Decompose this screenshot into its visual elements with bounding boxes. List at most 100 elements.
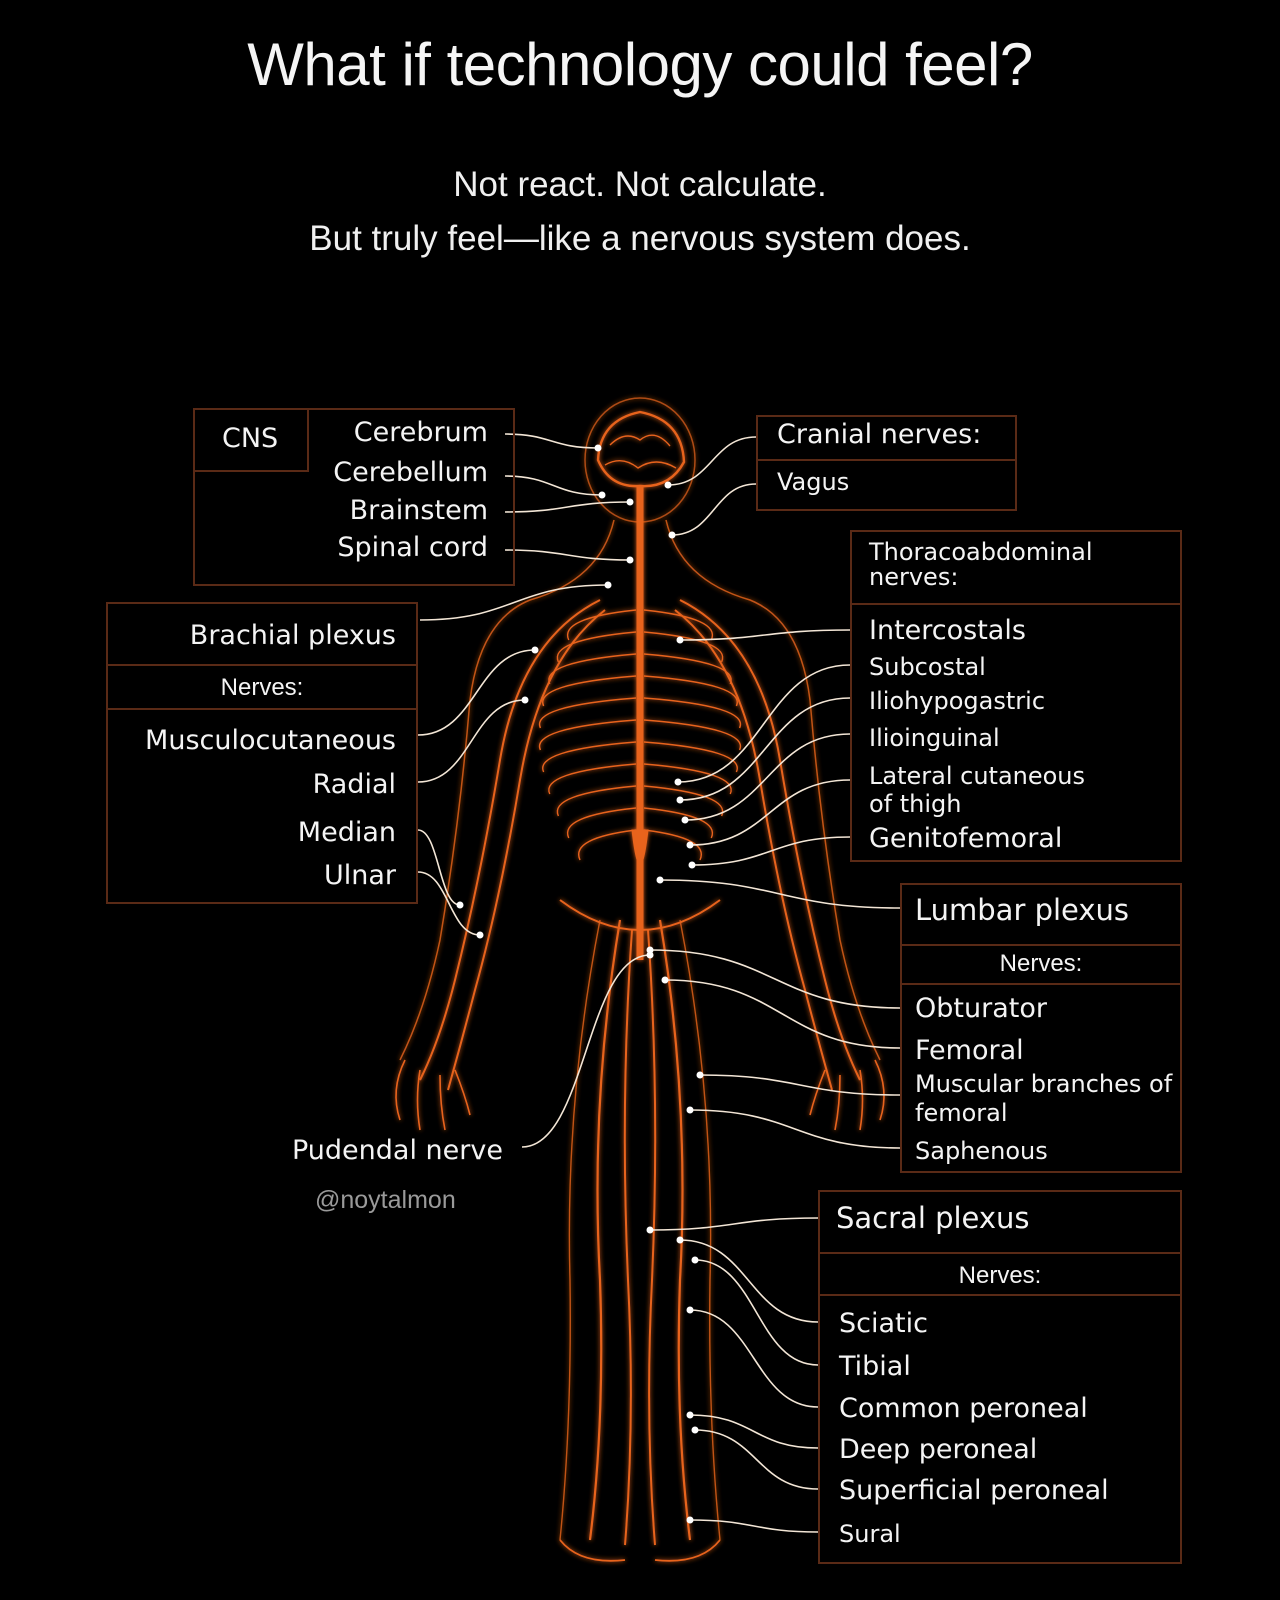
author-handle: @noytalmon (315, 1186, 456, 1214)
leader-dot-sural (686, 1516, 694, 1524)
sacral-item-tibial: Tibial (839, 1351, 911, 1382)
leader-radial (417, 699, 526, 783)
leader-vagus (671, 483, 757, 536)
leader-dot-median (456, 901, 464, 909)
rib-right-0 (643, 609, 714, 641)
right-arm-nerve-1 (679, 599, 861, 1081)
leader-subcostal (677, 664, 851, 783)
thoraco-heading: Thoracoabdominal nerves: (869, 538, 1093, 591)
leader-dot-pudendal (646, 951, 654, 959)
brachial-box (106, 602, 418, 904)
left-hand-fingers (395, 1059, 471, 1131)
leader-dot-sciatic (676, 1236, 684, 1244)
leader-median (417, 829, 461, 906)
brachial-heading: Brachial plexus (189, 620, 396, 651)
rib-right-5 (643, 719, 742, 751)
leader-dot-musculocutaneous (531, 646, 539, 654)
leader-lumbar (659, 879, 901, 909)
leader-dot-femoral (661, 976, 669, 984)
left-torso-arm-outer (399, 519, 615, 1061)
leader-lines (417, 433, 901, 1533)
cauda-equina (631, 829, 649, 866)
leader-dot-iliohypogastric (676, 796, 684, 804)
leader-dot-intercostals (676, 636, 684, 644)
leader-muscular-branches (699, 1074, 901, 1096)
brachial-sub: Nerves: (220, 674, 304, 701)
lumbar-item-saphenous: Saphenous (915, 1137, 1048, 1165)
rib-right-4 (643, 697, 742, 729)
rib-left-4 (538, 697, 637, 729)
cns-item-cerebrum: Cerebrum (353, 417, 488, 448)
rib-right-8 (643, 785, 724, 817)
cns-item-spinal-cord: Spinal cord (337, 532, 488, 563)
rib-right-9 (643, 807, 714, 839)
rib-right-7 (643, 763, 732, 795)
brachial-item-ulnar: Ulnar (323, 860, 396, 891)
sacral-item-sciatic: Sciatic (839, 1308, 928, 1339)
sacral-heading: Sacral plexus (836, 1201, 1030, 1235)
right-hand-fingers (809, 1059, 885, 1131)
leader-tibial (694, 1259, 819, 1366)
sacral-box (818, 1190, 1182, 1564)
subtitle: Not react. Not calculate. But truly feel… (0, 158, 1280, 266)
leader-dot-deep-peroneal (686, 1411, 694, 1419)
leader-iliohypogastric (679, 697, 851, 801)
leader-genitofemoral (691, 836, 851, 866)
subtitle-line-2: But truly feel—like a nervous system doe… (309, 219, 971, 258)
leader-brachial (419, 584, 609, 621)
rib-left-5 (538, 719, 637, 751)
leader-brainstem (504, 501, 631, 513)
cranial-divider (756, 459, 1017, 461)
leader-dot-cerebrum (594, 444, 602, 452)
leader-dot-subcostal (674, 778, 682, 786)
rib-right-10 (643, 829, 702, 861)
pelvis (559, 899, 721, 931)
leader-dot-tibial (691, 1256, 699, 1264)
right-leg-nerve-1 (658, 919, 692, 1541)
right-foot (654, 1539, 721, 1562)
thoraco-item-intercostals: Intercostals (869, 615, 1026, 646)
brachial-item-musculocutaneous: Musculocutaneous (145, 725, 396, 756)
thoraco-item-genitofemoral: Genitofemoral (869, 823, 1063, 854)
leader-dot-saphenous (686, 1106, 694, 1114)
rib-right-3 (643, 675, 738, 707)
leader-cerebellum (504, 475, 603, 496)
left-leg-outer (559, 919, 601, 1541)
cns-tag: CNS (222, 423, 279, 454)
leader-dot-cerebellum (598, 491, 606, 499)
cns-box (193, 408, 515, 586)
left-leg-nerve-2 (623, 929, 633, 1546)
leader-ilioinguinal (684, 733, 851, 821)
rib-left-7 (548, 763, 637, 795)
thoraco-box (850, 530, 1182, 862)
lumbar-sub: Nerves: (999, 950, 1083, 977)
cranial-item-vagus: Vagus (777, 468, 850, 496)
body-silhouette (395, 397, 885, 1562)
cns-item-brainstem: Brainstem (349, 495, 488, 526)
thoraco-item-iliohypogastric: Iliohypogastric (869, 687, 1046, 715)
sacral-item-superficial-peroneal: Superficial peroneal (839, 1475, 1109, 1506)
leader-dot-lumbar (656, 876, 664, 884)
right-leg-nerve-2 (647, 929, 657, 1546)
leader-intercostals (679, 629, 851, 641)
sacral-item-common-peroneal: Common peroneal (839, 1393, 1088, 1424)
leader-dot-cranial (664, 481, 672, 489)
leader-dot-sacral (646, 1226, 654, 1234)
leader-dot-brachial (604, 581, 612, 589)
leader-dot-brainstem (626, 498, 634, 506)
leader-superficial-peroneal (694, 1429, 819, 1490)
lumbar-box (900, 883, 1182, 1173)
rib-right-6 (643, 741, 738, 773)
rib-left-9 (566, 807, 637, 839)
brain (596, 410, 686, 488)
leader-dot-superficial-peroneal (691, 1426, 699, 1434)
leader-dot-lateral-cutaneous (686, 841, 694, 849)
rib-left-3 (542, 675, 637, 707)
lumbar-divider-2 (900, 983, 1182, 985)
right-leg-outer (679, 919, 721, 1541)
leader-lateral-cutaneous (689, 779, 851, 846)
leader-cranial (667, 436, 757, 486)
leader-musculocutaneous (417, 649, 536, 736)
leader-deep-peroneal (689, 1414, 819, 1449)
lumbar-item-femoral: Femoral (915, 1035, 1024, 1066)
